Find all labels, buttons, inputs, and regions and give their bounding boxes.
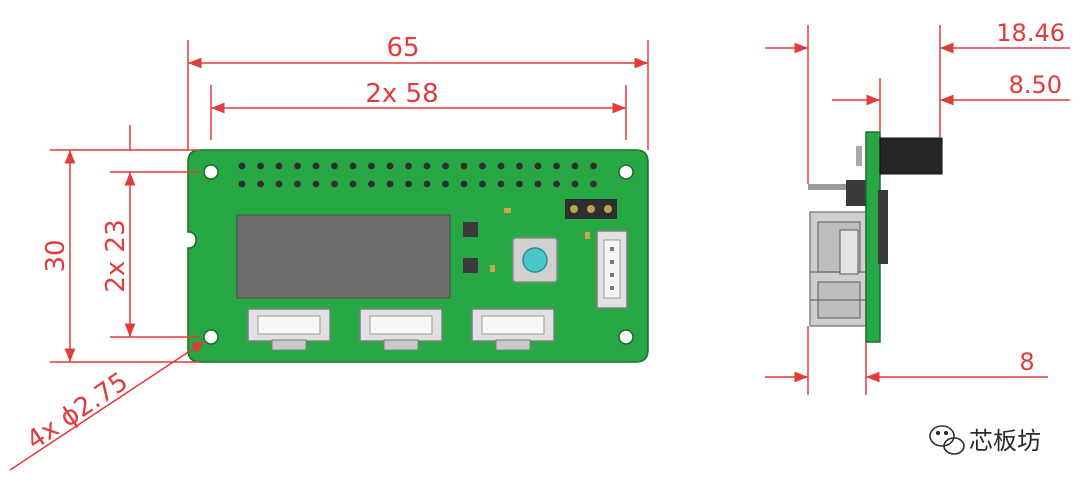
width-label: 65 — [386, 33, 419, 63]
three-pin-header — [565, 199, 617, 219]
header-pad — [312, 180, 320, 188]
mounting-hole — [203, 164, 219, 180]
header-pad — [571, 162, 579, 170]
header-pad — [460, 180, 468, 188]
height-label: 30 — [41, 239, 71, 272]
bottom-connector — [471, 308, 555, 351]
smd-component — [490, 265, 495, 272]
header-pad — [294, 180, 301, 188]
ic-chip — [463, 258, 478, 273]
header-pad — [442, 162, 449, 170]
front-dimensions — [9, 40, 649, 471]
vertical-connector — [596, 230, 628, 309]
side-component — [846, 180, 866, 206]
header-pad — [534, 180, 542, 188]
mounting-hole — [618, 164, 634, 180]
header-pad — [294, 162, 301, 170]
header-pad — [460, 162, 468, 170]
side-pin — [856, 146, 862, 166]
header-pad — [238, 180, 246, 188]
header-pad — [553, 162, 560, 170]
header-pad — [516, 180, 523, 188]
header-pad — [590, 162, 597, 170]
header-pad — [368, 162, 375, 170]
hole-pitch-y-label: 2x 23 — [101, 219, 131, 292]
mounting-holes — [203, 164, 634, 345]
header-pad — [423, 162, 431, 170]
smd-component — [585, 232, 590, 239]
side-depth-label: 8 — [1019, 348, 1034, 376]
header-pad — [571, 180, 579, 188]
hole-pitch-x-label: 2x 58 — [365, 79, 438, 109]
hole-diameter-label: 4x ϕ2.75 — [21, 367, 133, 456]
header-pad — [238, 162, 246, 170]
header-pad — [275, 162, 283, 170]
header-pad — [479, 162, 486, 170]
header-pad — [349, 180, 357, 188]
header-pad — [497, 162, 505, 170]
header-pad — [331, 162, 338, 170]
side-connector — [809, 211, 869, 327]
side-pcb — [865, 131, 881, 343]
side-total-label: 18.46 — [996, 19, 1065, 47]
header-pad — [257, 180, 264, 188]
header-pad — [442, 180, 449, 188]
gpio-header-pads — [238, 162, 597, 188]
header-pad — [516, 162, 523, 170]
wechat-icon — [929, 425, 965, 455]
watermark-text: 芯板坊 — [969, 427, 1041, 455]
header-pad — [405, 162, 412, 170]
smd-component — [504, 208, 511, 213]
side-header-pins — [878, 190, 888, 264]
side-header-body — [879, 137, 943, 175]
side-dimensions — [765, 25, 1070, 395]
header-pad — [479, 180, 486, 188]
header-pad — [312, 162, 320, 170]
bottom-connector — [359, 308, 443, 351]
header-pad — [349, 162, 357, 170]
bottom-connector — [247, 308, 331, 351]
side-view — [808, 131, 943, 343]
ic-chip — [463, 222, 478, 237]
header-pad — [534, 162, 542, 170]
side-offset-label: 8.50 — [1009, 71, 1062, 99]
header-pad — [386, 162, 394, 170]
header-pad — [405, 180, 412, 188]
push-button — [512, 237, 558, 283]
header-pad — [553, 180, 560, 188]
display-module — [236, 214, 451, 299]
hole-leader-line — [9, 340, 206, 471]
side-pin — [808, 184, 850, 190]
header-pad — [257, 162, 264, 170]
pcb-front-view — [187, 149, 649, 363]
watermark: 芯板坊 — [929, 425, 1041, 455]
header-pad — [368, 180, 375, 188]
header-pad — [590, 180, 597, 188]
header-pad — [423, 180, 431, 188]
mounting-hole — [203, 329, 219, 345]
header-pad — [275, 180, 283, 188]
header-pad — [386, 180, 394, 188]
header-pad — [497, 180, 505, 188]
mounting-hole — [618, 329, 634, 345]
header-pad — [331, 180, 338, 188]
